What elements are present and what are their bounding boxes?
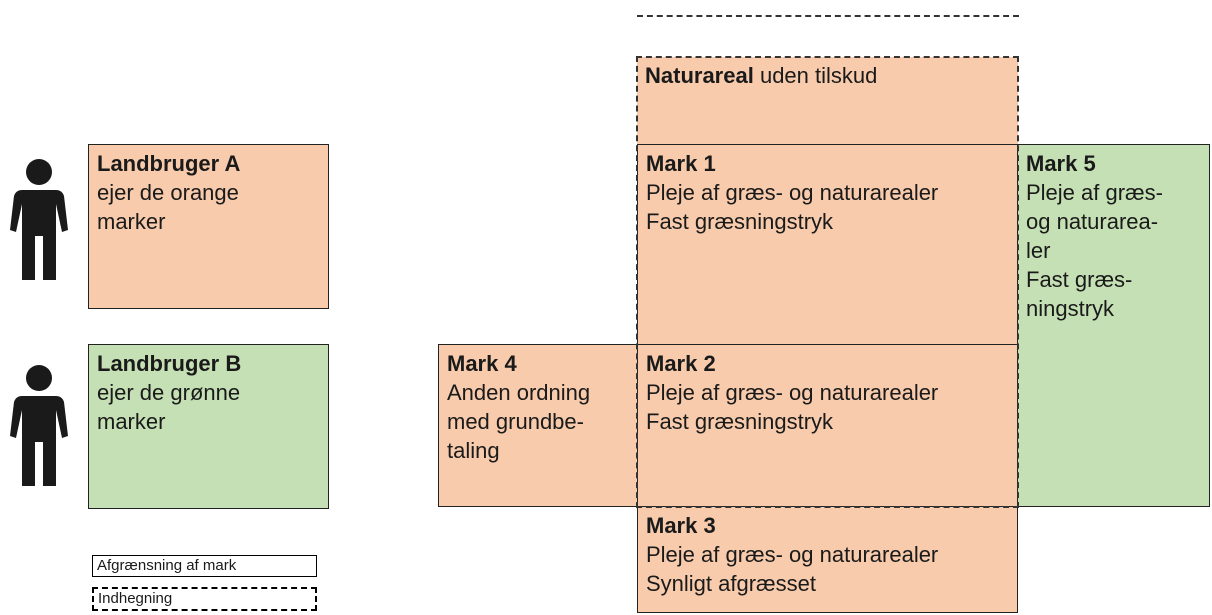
owner-a-line: ejer de orange [97, 180, 239, 205]
mark4-box: Mark 4 Anden ordning med grundbe- taling [438, 344, 638, 507]
legend-fence-label: Indhegning [98, 590, 173, 607]
mark3-box: Mark 3 Pleje af græs- og naturarealer Sy… [637, 506, 1018, 613]
mark1-title: Mark 1 [646, 151, 716, 176]
mark5-title: Mark 5 [1026, 151, 1096, 176]
person-icon [10, 365, 68, 486]
mark2-line: Pleje af græs- og naturarealer [646, 380, 939, 405]
mark5-line: ningstryk [1026, 296, 1115, 321]
owner-b-title: Landbruger B [97, 351, 242, 376]
legend-field-border-label: Afgrænsning af mark [97, 557, 237, 574]
mark4-line: taling [447, 438, 500, 463]
natureal-suffix: uden tilskud [753, 63, 878, 88]
fence-line-top [637, 15, 1019, 17]
mark4-title: Mark 4 [447, 351, 517, 376]
natureal-title: Naturareal [645, 63, 754, 88]
mark2-title: Mark 2 [646, 351, 716, 376]
owner-b-line: ejer de grønne [97, 380, 241, 405]
mark2-box: Mark 2 Pleje af græs- og naturarealer Fa… [637, 344, 1018, 507]
mark3-title: Mark 3 [646, 513, 716, 538]
mark4-line: med grundbe- [447, 409, 584, 434]
legend-fence: Indhegning [92, 587, 317, 611]
mark3-line: Pleje af græs- og naturarealer [646, 542, 939, 567]
person-icon [10, 159, 68, 280]
owner-b-line: marker [97, 409, 166, 434]
owner-a-line: marker [97, 209, 166, 234]
mark5-line: ler [1026, 238, 1051, 263]
mark1-line: Fast græsningstryk [646, 209, 834, 234]
owner-b-box: Landbruger B ejer de grønne marker [88, 344, 329, 509]
natureal-label: Naturareal uden tilskud [645, 63, 877, 88]
owner-a-title: Landbruger A [97, 151, 241, 176]
mark5-box: Mark 5 Pleje af græs- og naturarea- ler … [1017, 144, 1210, 507]
mark5-line: og naturarea- [1026, 209, 1159, 234]
owner-a-box: Landbruger A ejer de orange marker [88, 144, 329, 309]
legend-field-border: Afgrænsning af mark [92, 555, 317, 577]
mark5-line: Fast græs- [1026, 267, 1133, 292]
mark2-line: Fast græsningstryk [646, 409, 834, 434]
mark1-box: Mark 1 Pleje af græs- og naturarealer Fa… [637, 144, 1018, 345]
mark3-line: Synligt afgræsset [646, 571, 816, 596]
mark4-line: Anden ordning [447, 380, 591, 405]
mark5-line: Pleje af græs- [1026, 180, 1163, 205]
mark1-line: Pleje af græs- og naturarealer [646, 180, 939, 205]
natureal-box: Naturareal uden tilskud [637, 57, 1018, 145]
